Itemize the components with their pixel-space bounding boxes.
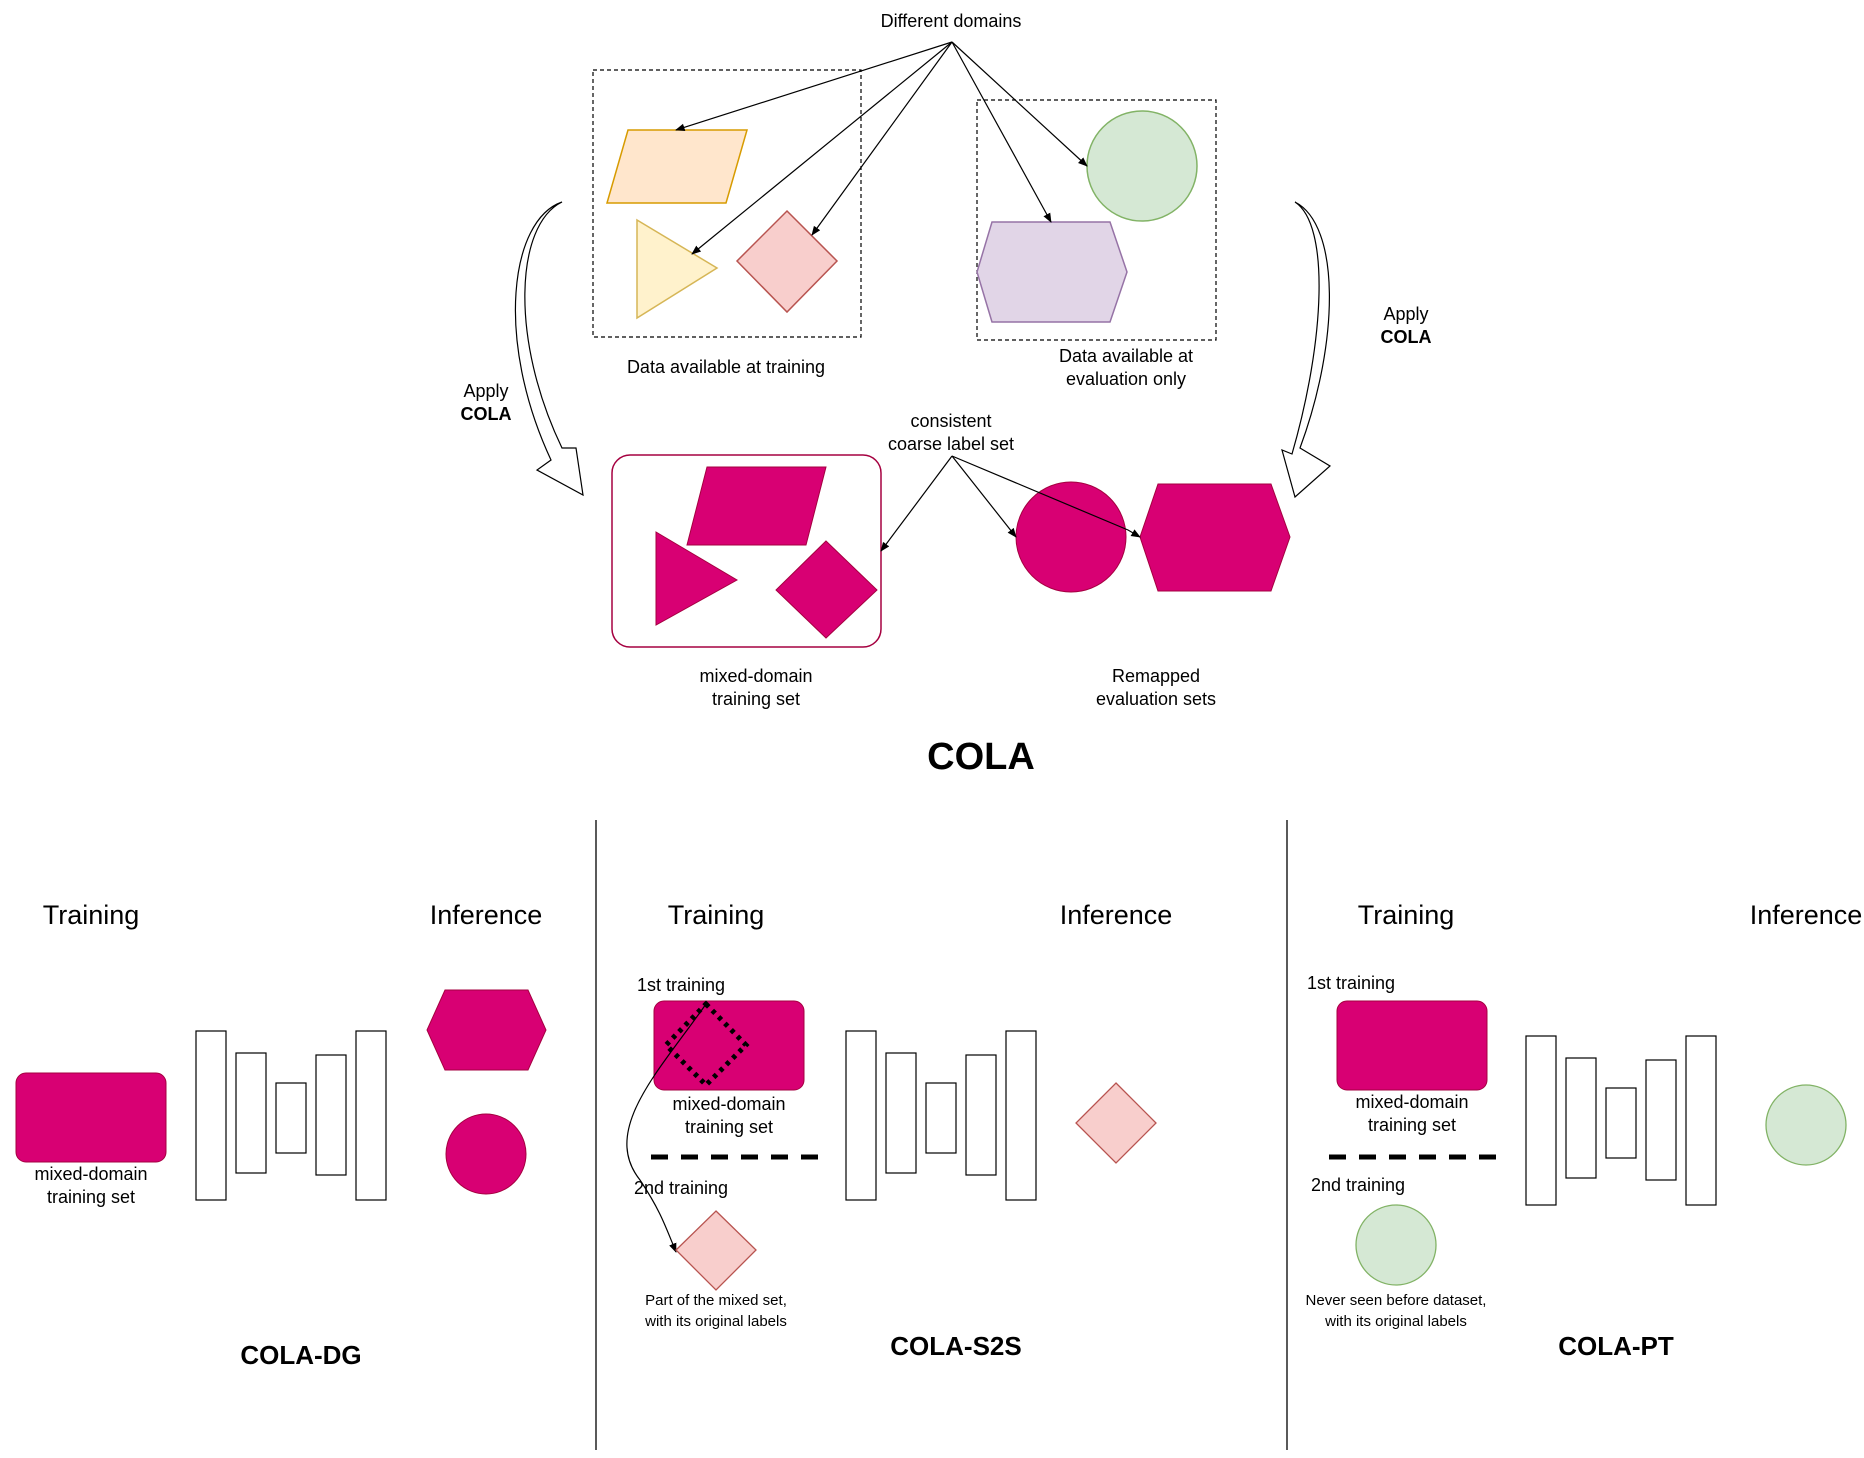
network-layer xyxy=(845,1030,877,1201)
pt-first-training-label: 1st training xyxy=(1307,973,1395,993)
s2s-mixed-set-block xyxy=(653,1000,805,1091)
network-layer xyxy=(1565,1057,1597,1179)
dg-inference-circle xyxy=(445,1113,527,1195)
pt-note-line1: Never seen before dataset, xyxy=(1306,1292,1487,1309)
network-layer xyxy=(315,1054,347,1176)
network-layer xyxy=(1685,1035,1717,1206)
dg-network xyxy=(195,1030,387,1201)
s2s-note-line1: Part of the mixed set, xyxy=(645,1292,787,1309)
mixed-set-label-line2: training set xyxy=(712,689,800,709)
network-layer xyxy=(1525,1035,1557,1206)
s2s-training-heading: Training xyxy=(668,900,765,930)
training-data-box xyxy=(592,69,862,338)
eval-box-label-line2: evaluation only xyxy=(1066,369,1186,389)
dg-panel-title: COLA-DG xyxy=(240,1340,361,1370)
s2s-network xyxy=(845,1030,1037,1201)
network-layer xyxy=(195,1030,227,1201)
dg-mixed-set-block xyxy=(15,1072,167,1163)
coarse-arrow xyxy=(951,455,1141,538)
dg-inference-heading: Inference xyxy=(430,900,543,930)
s2s-dotted-diamond xyxy=(662,1000,750,1089)
pt-mixed-set-block xyxy=(1336,1000,1488,1091)
yellow-triangle xyxy=(636,218,719,320)
network-layer xyxy=(1645,1059,1677,1181)
s2s-panel-title: COLA-S2S xyxy=(890,1331,1021,1361)
pt-mixed-label-line1: mixed-domain xyxy=(1355,1092,1468,1112)
network-layer xyxy=(1605,1087,1637,1159)
pt-inference-heading: Inference xyxy=(1750,900,1863,930)
pt-note-line2: with its original labels xyxy=(1324,1313,1467,1330)
cola-title: COLA xyxy=(927,736,1035,778)
pt-second-training-label: 2nd training xyxy=(1311,1175,1405,1195)
s2s-inference-diamond xyxy=(1075,1082,1157,1164)
apply-right-label: Apply xyxy=(1383,304,1428,324)
pt-training-heading: Training xyxy=(1358,900,1455,930)
domain-arrow xyxy=(951,41,1052,223)
dg-training-heading: Training xyxy=(43,900,140,930)
pt-mixed-label-line2: training set xyxy=(1368,1115,1456,1135)
apply-cola-right-arrow xyxy=(1281,201,1332,499)
coarse-label-line2: coarse label set xyxy=(888,434,1014,454)
s2s-mixed-label-line1: mixed-domain xyxy=(672,1094,785,1114)
eval-box-label-line1: Data available at xyxy=(1059,346,1193,366)
network-layer xyxy=(1005,1030,1037,1201)
dg-mixed-label-line1: mixed-domain xyxy=(34,1164,147,1184)
network-layer xyxy=(235,1052,267,1174)
purple-hexagon xyxy=(976,221,1128,323)
apply-left-label: Apply xyxy=(463,381,508,401)
coarse-arrow xyxy=(880,455,953,552)
s2s-note-line2: with its original labels xyxy=(644,1313,787,1330)
pt-inference-circle xyxy=(1765,1084,1847,1166)
network-layer xyxy=(965,1054,997,1176)
s2s-inference-heading: Inference xyxy=(1060,900,1173,930)
dg-mixed-label-line2: training set xyxy=(47,1187,135,1207)
s2s-second-training-label: 2nd training xyxy=(634,1178,728,1198)
network-layer xyxy=(275,1082,307,1154)
apply-cola-left-arrow xyxy=(514,201,584,497)
s2s-second-diamond xyxy=(675,1210,757,1291)
s2s-first-training-label: 1st training xyxy=(637,975,725,995)
coarse-label-line1: consistent xyxy=(910,411,991,431)
domain-arrow xyxy=(675,41,953,132)
pink-diamond xyxy=(735,209,839,314)
mixed-set-label-line1: mixed-domain xyxy=(699,666,812,686)
remapped-label-line2: evaluation sets xyxy=(1096,689,1216,709)
apply-left-bold: COLA xyxy=(461,404,512,424)
remapped-label-line1: Remapped xyxy=(1112,666,1200,686)
domain-arrow xyxy=(951,41,1088,167)
magenta-parallelogram xyxy=(686,466,827,546)
dg-inference-hexagon xyxy=(426,989,547,1071)
network-layer xyxy=(355,1030,387,1201)
domain-arrow xyxy=(811,41,953,236)
domain-arrow xyxy=(691,41,953,255)
s2s-link-curve xyxy=(626,1003,707,1253)
orange-parallelogram xyxy=(606,129,748,204)
magenta-hexagon xyxy=(1139,483,1291,592)
magenta-diamond xyxy=(775,540,878,639)
training-box-label: Data available at training xyxy=(627,357,825,377)
apply-right-bold: COLA xyxy=(1381,327,1432,347)
magenta-triangle xyxy=(655,531,739,626)
pt-network xyxy=(1525,1035,1717,1206)
magenta-circle xyxy=(1015,481,1127,593)
network-layer xyxy=(925,1082,957,1154)
network-layer xyxy=(885,1052,917,1174)
pt-second-circle xyxy=(1355,1204,1437,1286)
pt-panel-title: COLA-PT xyxy=(1558,1331,1674,1361)
coarse-arrow xyxy=(951,455,1017,538)
green-circle xyxy=(1086,110,1198,222)
different-domains-label: Different domains xyxy=(881,11,1022,31)
s2s-mixed-label-line2: training set xyxy=(685,1117,773,1137)
evaluation-data-box xyxy=(976,99,1217,341)
